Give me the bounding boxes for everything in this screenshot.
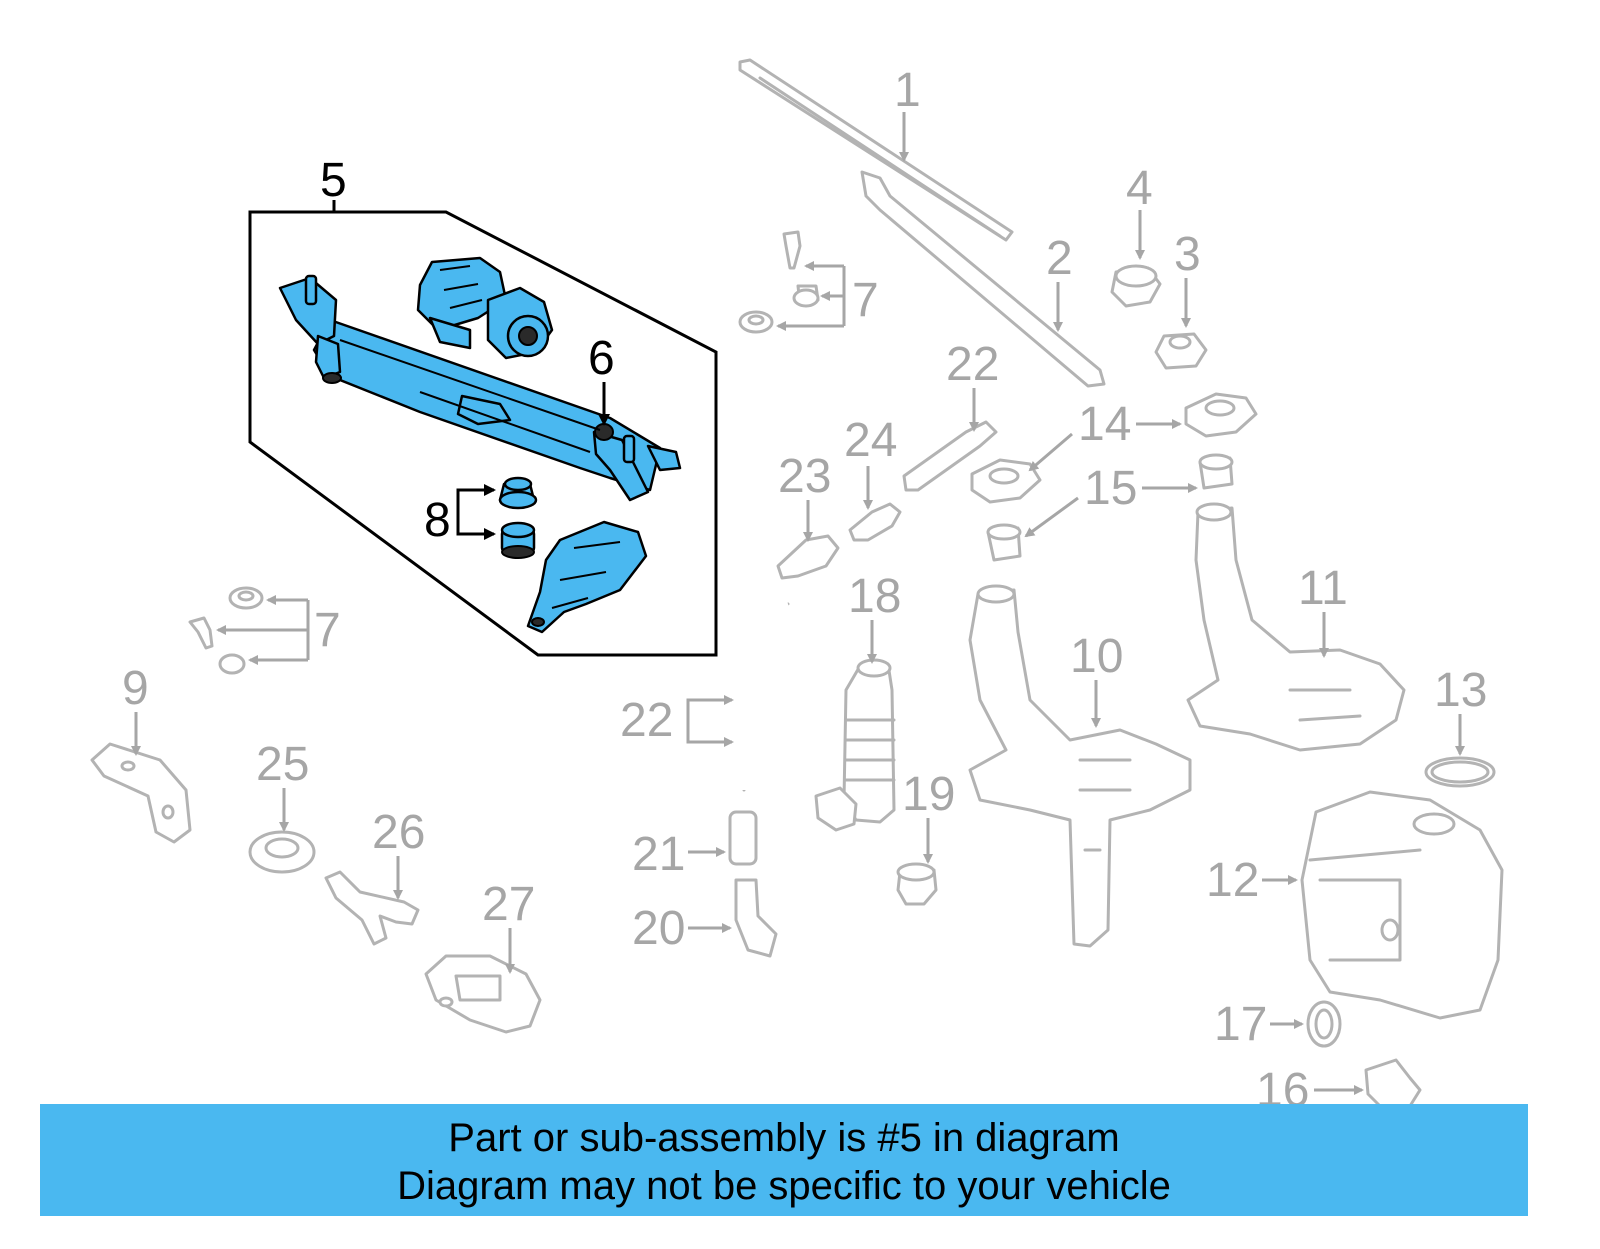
callout-23: 23 (778, 450, 831, 503)
callout-9: 9 (122, 662, 149, 715)
callout-24: 24 (844, 414, 897, 467)
washer-hose-lower (736, 596, 791, 792)
level-sensor (1364, 1058, 1422, 1108)
callout-5: 5 (320, 154, 347, 207)
filler-cap-center (970, 458, 1042, 504)
callout-8: 8 (424, 494, 451, 547)
callout-11: 11 (1298, 562, 1348, 615)
wiper-blade (738, 58, 1014, 242)
wiper-linkage-assembly-group: 5 6 (248, 154, 718, 657)
callout-22b: 22 (620, 694, 673, 747)
wiper-motor (416, 256, 554, 360)
callout-17: 17 (1214, 998, 1267, 1051)
callout-19: 19 (902, 768, 955, 821)
callout-12: 12 (1206, 854, 1259, 907)
hose-elbow (734, 878, 778, 958)
callout-13: 13 (1434, 664, 1487, 717)
seal-ring (1424, 756, 1496, 788)
callout-3: 3 (1174, 228, 1201, 281)
leader-8a (456, 484, 496, 512)
arm-nut (1154, 332, 1208, 370)
bushing-upper (498, 476, 538, 510)
callout-15: 15 (1084, 462, 1137, 515)
callout-7b: 7 (314, 604, 341, 657)
filler-cap-right (1184, 392, 1258, 438)
pump-grommet (1306, 1000, 1342, 1048)
callout-14: 14 (1078, 398, 1131, 451)
leader-8b (456, 512, 496, 540)
washer-pump (814, 658, 896, 832)
leader-15a (1024, 496, 1079, 538)
callout-25: 25 (256, 738, 309, 791)
leader-14a (1028, 432, 1073, 472)
mounting-bracket (526, 520, 648, 634)
callout-6: 6 (588, 332, 615, 385)
hose-fitting (728, 810, 758, 866)
bracket (90, 742, 192, 844)
callout-21: 21 (632, 828, 685, 881)
leader-22b-2 (686, 720, 734, 747)
callout-10: 10 (1070, 630, 1123, 683)
banner-line-2: Diagram may not be specific to your vehi… (397, 1164, 1171, 1208)
hose-connector (848, 502, 902, 542)
linkage-bar (278, 274, 682, 502)
fastener-set-upper (738, 230, 820, 334)
reservoir-filler-neck-right (1186, 502, 1406, 752)
callout-4: 4 (1126, 162, 1153, 215)
callout-27: 27 (482, 878, 535, 931)
callout-7a: 7 (852, 274, 879, 327)
info-banner: Part or sub-assembly is #5 in diagram Di… (40, 1104, 1528, 1216)
callout-26: 26 (372, 806, 425, 859)
callout-2: 2 (1046, 232, 1073, 285)
washer-reservoir-tank (1300, 790, 1504, 1020)
callout-22a: 22 (946, 338, 999, 391)
strainer-right (1198, 453, 1234, 490)
pump-seal (896, 862, 938, 906)
bushing-lower (500, 521, 536, 559)
callout-1: 1 (894, 64, 921, 117)
strainer-center (986, 523, 1022, 562)
callout-18: 18 (848, 570, 901, 623)
callout-20: 20 (632, 902, 685, 955)
leader-22b-1 (686, 695, 734, 720)
fastener-set-lower (188, 586, 264, 675)
arm-cap (1110, 264, 1162, 308)
hose-tee (324, 870, 420, 946)
grommet (248, 830, 316, 874)
reservoir-filler-neck-center (968, 584, 1192, 948)
check-valve (776, 534, 840, 580)
wiper-arm (860, 170, 1106, 388)
banner-line-1: Part or sub-assembly is #5 in diagram (448, 1116, 1120, 1160)
washer-nozzle (424, 954, 542, 1034)
